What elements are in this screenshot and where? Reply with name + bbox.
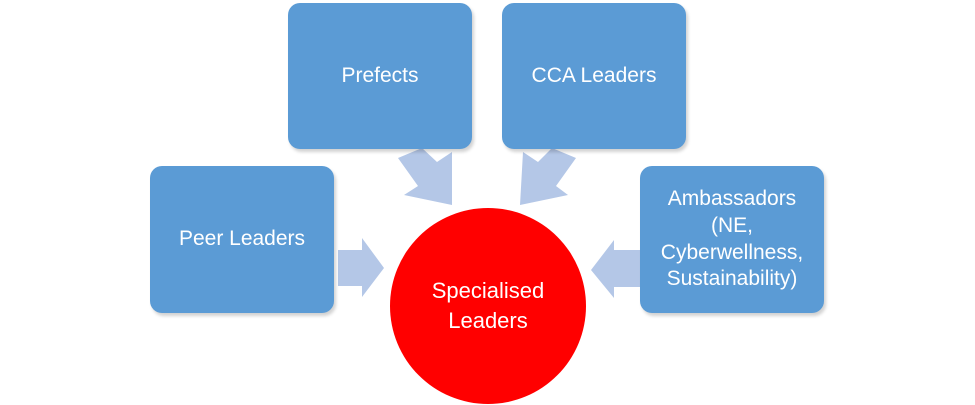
node-peer-leaders: Peer Leaders — [150, 166, 334, 313]
center-node-specialised-leaders: Specialised Leaders — [390, 208, 586, 404]
node-prefects-label: Prefects — [341, 63, 419, 87]
node-ambassadors: Ambassadors (NE, Cyberwellness, Sustaina… — [640, 166, 824, 313]
center-node-label: Specialised Leaders — [431, 278, 545, 333]
node-cca-leaders-label: CCA Leaders — [531, 63, 657, 87]
arrow-prefects — [398, 148, 452, 205]
arrow-cca — [520, 148, 576, 205]
node-prefects: Prefects — [288, 3, 472, 149]
node-cca-leaders: CCA Leaders — [502, 3, 686, 149]
node-peer-leaders-label: Peer Leaders — [178, 227, 306, 251]
arrow-ambassadors — [591, 240, 640, 298]
arrow-peer — [338, 238, 384, 297]
node-ambassadors-label: Ambassadors (NE, Cyberwellness, Sustaina… — [660, 186, 804, 291]
